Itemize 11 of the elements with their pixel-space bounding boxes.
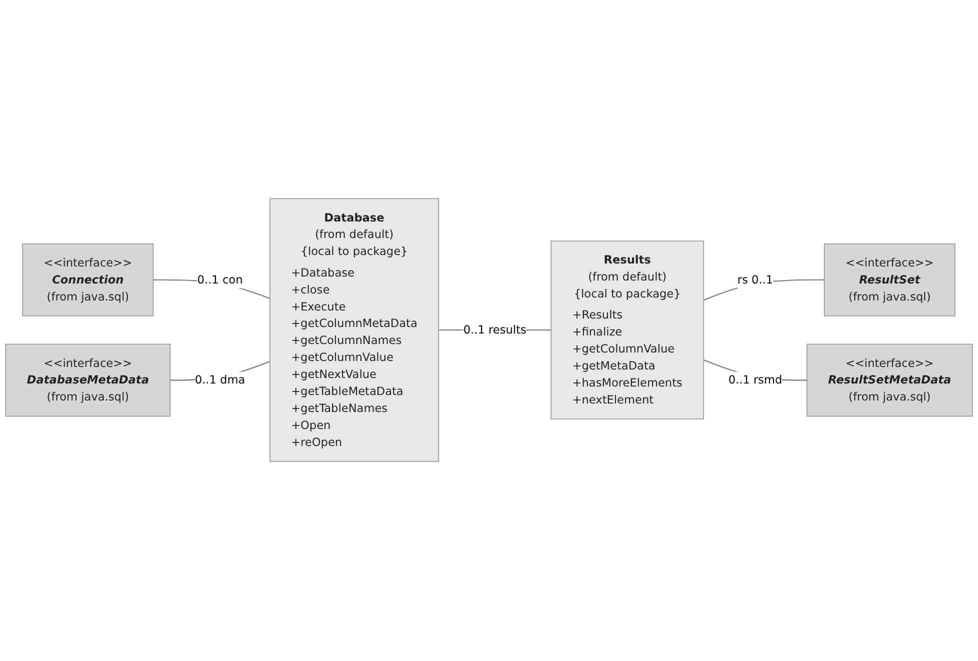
node-box: Database (from default) {local to package} +Database +close +Execute +getColumnMetaData +getColumnNames +getColumnValue +getNextValue +getTableMetaData +getTableNames +Open +reOpen	[270, 198, 439, 462]
node-box: <<interface>> DatabaseMetaData (from java.sql)	[5, 344, 170, 418]
edge-label: 0..1 con	[197, 273, 243, 287]
edge-label: 0..1 results	[463, 323, 526, 337]
edge-label: 0..1 rsmd	[728, 374, 782, 388]
edge-label: rs 0..1	[737, 273, 774, 287]
node-box: Results (from default) {local to package} +Results +finalize +getColumnValue +getMetaData +hasMoreElements +nextElement	[550, 241, 704, 420]
node-box: <<interface>> Connection (from java.sql)	[22, 244, 154, 317]
edge-label: 0..1 dma	[194, 374, 246, 388]
node-box: <<interface>> ResultSetMetaData (from java.sql)	[806, 344, 973, 418]
node-box: <<interface>> ResultSet (from java.sql)	[824, 244, 956, 317]
